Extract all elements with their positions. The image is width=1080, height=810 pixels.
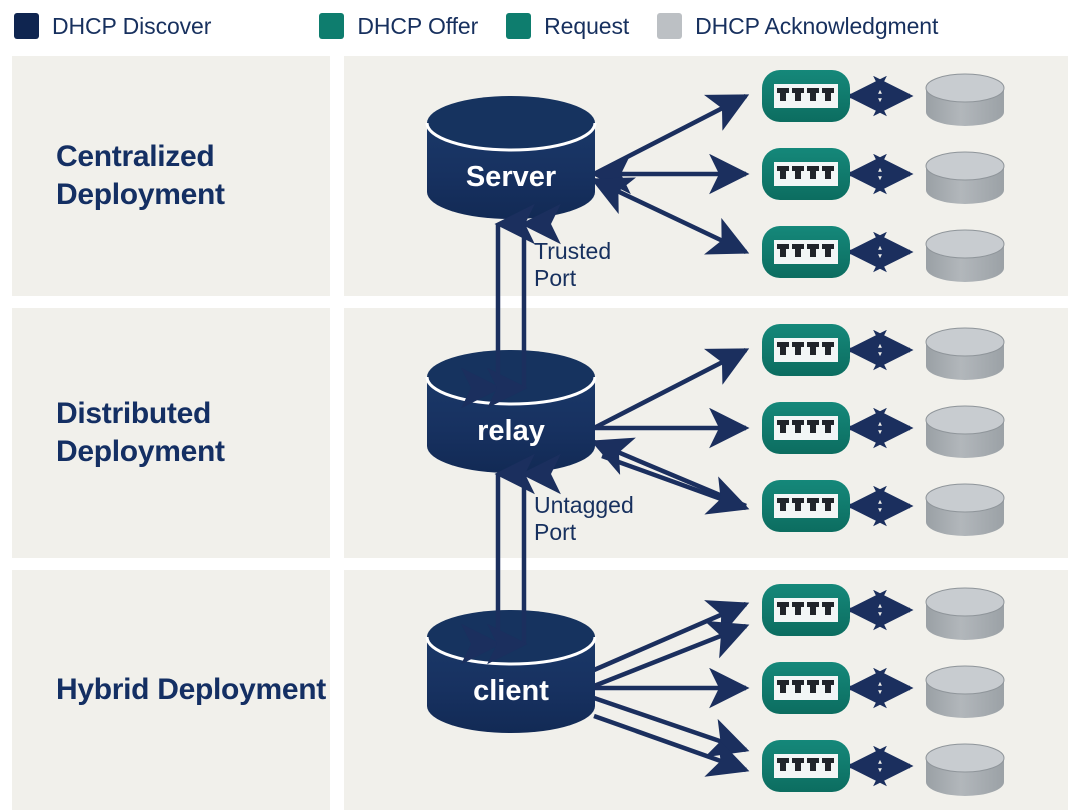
centralized-topology: Server <box>425 70 1005 282</box>
database-3 <box>925 483 1005 536</box>
connector-trusted-port <box>461 203 561 409</box>
connector-label-trusted-port: Trusted Port <box>534 238 612 291</box>
hybrid-topology: client <box>425 584 1005 796</box>
row-label-panel-hybrid: Hybrid Deployment <box>12 570 330 810</box>
legend-swatch-icon <box>657 13 683 39</box>
connector-untagged-port <box>461 453 561 665</box>
legend-swatch-icon <box>14 13 39 39</box>
row-title: Distributed Deployment <box>56 396 225 468</box>
database-1 <box>925 587 1005 640</box>
arrow-hub-to-switch-1 <box>592 347 750 431</box>
legend-item-label: DHCP Acknowledgment <box>695 12 939 39</box>
row-title: Hybrid Deployment <box>56 672 326 706</box>
database-3 <box>925 229 1005 282</box>
hub-label: relay <box>477 415 545 447</box>
legend: DHCP Discover DHCP Offer Request DHCP Ac… <box>0 0 1080 52</box>
switch-3 <box>762 480 850 532</box>
legend-item-label: DHCP Discover <box>52 12 212 39</box>
legend-item-dhcp-offer: DHCP Offer <box>319 13 478 40</box>
row-content-panel-centralized: Server <box>344 56 1068 296</box>
switch-3 <box>762 740 850 792</box>
arrow-hub-to-switch-1 <box>592 93 750 177</box>
row-content-panel-distributed: relay <box>344 308 1068 558</box>
database-3 <box>925 743 1005 796</box>
database-2 <box>925 151 1005 204</box>
hub-label: Server <box>466 161 556 193</box>
hub-label: client <box>473 675 549 707</box>
switch-1 <box>762 584 850 636</box>
arrow-hub-to-switch-3-b <box>593 713 750 777</box>
row-title: Centralized Deployment <box>56 139 225 211</box>
switch-2 <box>762 662 850 714</box>
legend-item-request: Request <box>506 13 629 40</box>
connector-label-untagged-port: Untagged Port <box>534 492 634 545</box>
database-2 <box>925 405 1005 458</box>
database-1 <box>925 73 1005 126</box>
switch-1 <box>762 324 850 376</box>
hub-cylinder-server: Server <box>425 96 597 219</box>
arrow-hub-to-switch-1-b <box>593 620 750 689</box>
legend-swatch-icon <box>319 13 345 39</box>
arrow-hub-to-switch-3 <box>601 453 750 515</box>
switch-2 <box>762 402 850 454</box>
database-1 <box>925 327 1005 380</box>
row-label-panel-distributed: Distributed Deployment <box>12 308 330 558</box>
distributed-topology: relay <box>425 324 1005 536</box>
arrow-hub-to-switch-3 <box>590 177 750 255</box>
legend-item-dhcp-acknowledgment: DHCP Acknowledgment <box>657 13 938 40</box>
switch-3 <box>762 226 850 278</box>
legend-item-label: Request <box>544 12 630 39</box>
switch-2 <box>762 148 850 200</box>
legend-swatch-icon <box>506 13 532 39</box>
switch-1 <box>762 70 850 122</box>
row-content-panel-hybrid: client <box>344 570 1068 810</box>
legend-item-dhcp-discover: DHCP Discover <box>14 13 211 40</box>
database-2 <box>925 665 1005 718</box>
arrow-hub-to-switch-1-a <box>593 600 750 673</box>
legend-item-label: DHCP Offer <box>357 12 479 39</box>
row-label-panel-centralized: Centralized Deployment <box>12 56 330 296</box>
